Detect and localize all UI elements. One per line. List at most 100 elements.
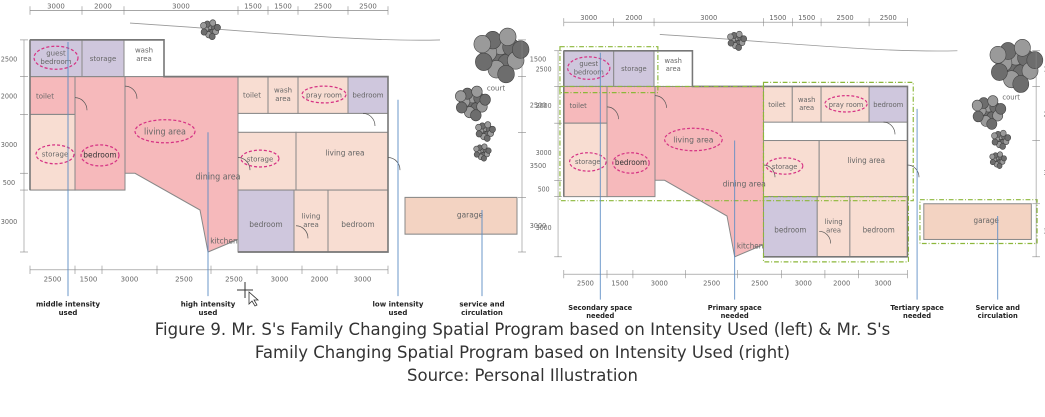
top-dimension-label: 3000: [580, 14, 597, 22]
outer-wall: [30, 39, 389, 253]
right-dimension-label: 3000: [530, 222, 547, 230]
move-cursor-cross: [237, 282, 253, 298]
door-swing: [295, 225, 309, 239]
figure-source-caption: Source: Personal Illustration: [407, 366, 638, 385]
storage-label-mid: storage: [772, 163, 797, 171]
door-swing: [387, 157, 401, 171]
tree-canopy-blob: [471, 85, 483, 98]
tree-icon: [475, 121, 496, 142]
intensity-highlight-ellipse: [35, 144, 75, 165]
figure-caption-line-1: Figure 9. Mr. S's Family Changing Spatia…: [154, 320, 891, 339]
site-boundary-line: [659, 34, 958, 52]
right-dimension-label: 2500: [530, 101, 547, 109]
tree-canopy-blob: [479, 93, 491, 106]
left-dimension-label: 2500: [1, 55, 18, 63]
tree-canopy-blob: [485, 147, 492, 154]
tree-icon: [989, 38, 1044, 93]
intensity-highlight-ellipse: [824, 95, 868, 113]
bedroom-room-bottom2: [849, 196, 908, 258]
pray-room: [820, 85, 870, 123]
tree-canopy-blob: [740, 35, 748, 43]
storage-label-top: storage: [90, 54, 117, 63]
living-area-room-small: [293, 189, 329, 253]
storage-room-top: [81, 39, 125, 78]
tree-canopy-blob: [991, 132, 998, 140]
storage-label-top: storage: [621, 65, 646, 73]
tree-canopy-blob: [991, 63, 1008, 81]
bedroom-label-right: bedroom: [873, 101, 903, 109]
tree-canopy-blob: [991, 138, 999, 146]
intensity-highlight-ellipse: [765, 157, 804, 175]
bottom-dimension-label: 2000: [311, 274, 329, 283]
kitchen-label: kitchen: [737, 241, 764, 250]
door-swing: [907, 164, 920, 178]
bedroom-label-left: bedroom: [83, 150, 116, 159]
toilet-label-right: toilet: [768, 101, 785, 109]
bottom-dimension-label: 2500: [751, 279, 768, 287]
space-zone-outline: [762, 81, 914, 202]
intensity-highlight-ellipse: [568, 152, 607, 172]
tree-canopy-blob: [480, 155, 487, 162]
tree-canopy-blob: [455, 90, 467, 103]
tree-canopy-blob: [200, 22, 207, 30]
bedroom-label-right: bedroom: [352, 90, 383, 99]
tree-canopy-blob: [456, 101, 468, 114]
bedroom-label-bottom: bedroom: [249, 220, 282, 229]
door-swing: [606, 106, 619, 120]
bedroom-room-right: [347, 76, 389, 114]
tree-canopy-blob: [735, 44, 742, 51]
tree-canopy-blob: [995, 103, 1007, 115]
tree-canopy-blob: [986, 118, 998, 130]
tree-icon: [473, 27, 530, 84]
tree-canopy-blob: [989, 153, 996, 160]
door-swing: [819, 230, 832, 244]
tree-canopy-blob: [1014, 38, 1031, 57]
top-dimension-label: 3000: [172, 1, 190, 10]
tree-canopy-blob: [987, 95, 999, 107]
left-dimension-label: 2000: [536, 102, 552, 110]
figure-caption-line-2: Family Changing Spatial Program based on…: [254, 343, 791, 362]
left-dimension-label: 3000: [1, 141, 18, 149]
tree-canopy-blob: [208, 32, 216, 40]
tree-canopy-blob: [971, 99, 983, 112]
site-boundary-line: [129, 22, 441, 41]
door-swing: [654, 95, 667, 108]
tree-canopy-blob: [736, 30, 743, 38]
tree-canopy-blob: [473, 34, 491, 54]
tree-canopy-blob: [475, 130, 483, 138]
storage-room-left: [29, 113, 76, 191]
kitchen-label: kitchen: [210, 236, 238, 245]
top-dimension-label: 3000: [47, 1, 65, 10]
right-dimension-label: 3000: [1044, 227, 1045, 235]
door-swing: [362, 113, 376, 127]
top-dimension-label: 2000: [94, 1, 112, 10]
bottom-dimension-label: 1500: [611, 279, 628, 287]
right-dimension-label: 3500: [530, 162, 547, 170]
top-dimension-label: 1500: [274, 1, 292, 10]
tree-canopy-blob: [972, 110, 984, 123]
intensity-highlight-ellipse: [33, 45, 79, 70]
top-dimension-label: 2500: [359, 1, 377, 10]
tree-icon: [991, 129, 1012, 150]
storage-label-mid: storage: [247, 155, 274, 164]
right-dimension-label: 3500: [1044, 169, 1045, 177]
tree-icon: [473, 143, 492, 162]
tree-canopy-blob: [1001, 155, 1007, 162]
tree-canopy-blob: [200, 28, 208, 36]
storage-room-mid: [237, 131, 297, 191]
tree-canopy-blob: [475, 123, 482, 131]
pray-room-label: pray room: [829, 101, 864, 109]
top-dimension-label: 1500: [769, 14, 786, 22]
bedroom-label-bottom2: bedroom: [863, 225, 895, 234]
tree-canopy-blob: [475, 52, 493, 71]
bottom-dimension-label: 2500: [703, 279, 720, 287]
garage-label: garage: [974, 216, 1000, 225]
